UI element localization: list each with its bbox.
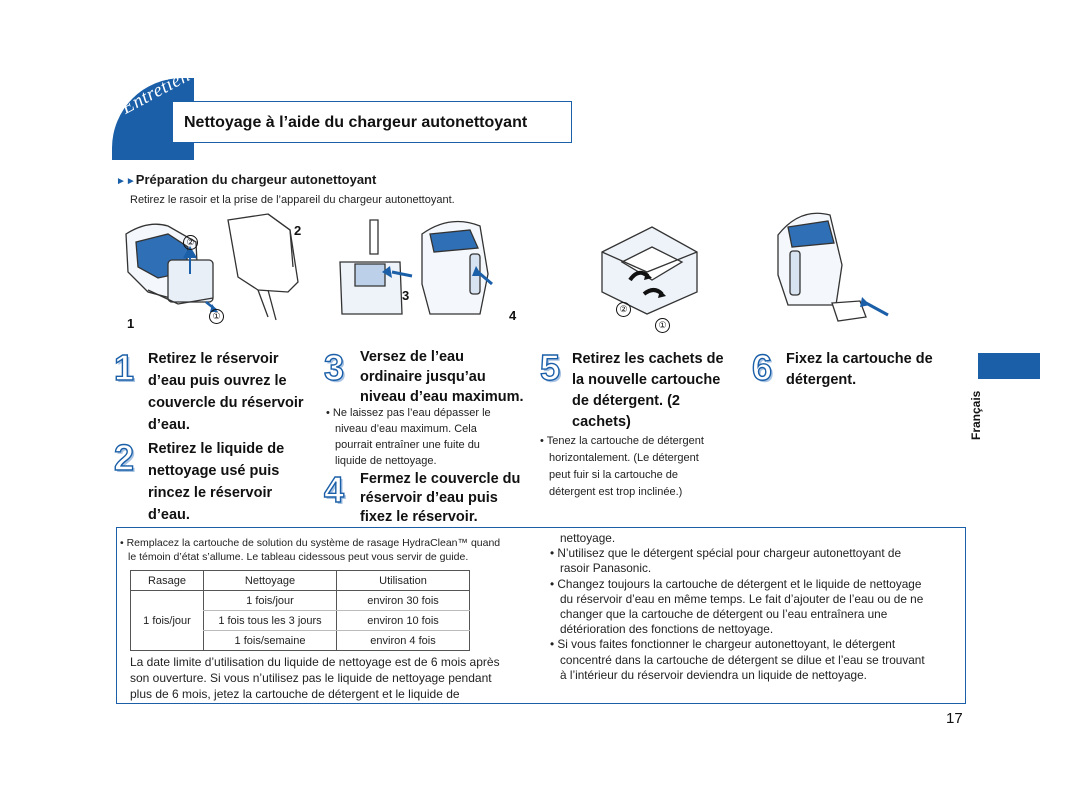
step-line: couvercle du réservoir: [148, 395, 304, 411]
note-line: concentré dans la cartouche de détergent…: [560, 652, 925, 667]
step-line: niveau d’eau maximum.: [360, 389, 524, 405]
step-number: 3: [323, 347, 345, 388]
step-5-note: • Tenez la cartouche de détergent horizo…: [540, 433, 704, 501]
note-line: La date limite d’utilisation du liquide …: [130, 655, 500, 669]
illustration-remove-seals: [601, 226, 698, 315]
figure-label: 4: [509, 308, 517, 323]
step-line: nettoyage usé puis: [148, 463, 280, 479]
step-line: Versez de l’eau: [360, 349, 464, 365]
step-4-text: Fermez le couvercle du réservoir d’eau p…: [360, 470, 520, 527]
step-line: ordinaire jusqu’au: [360, 369, 486, 385]
step-line: d’eau.: [148, 507, 190, 523]
table-row: 1 fois/semaine environ 4 fois: [130, 630, 470, 651]
table-header: Rasage: [130, 570, 204, 591]
step-line: la nouvelle cartouche: [572, 372, 721, 388]
step-line: de détergent. (2: [572, 393, 680, 409]
note-line: à l’intérieur du réservoir deviendra un …: [560, 667, 867, 682]
figure-callout: ①: [655, 318, 670, 333]
step-line: Fermez le couvercle du: [360, 471, 521, 487]
note-line: • Ne laissez pas l’eau dépasser le: [326, 407, 491, 419]
step-number: 1: [113, 347, 135, 388]
table-cell: environ 4 fois: [336, 630, 470, 651]
note-expiry: La date limite d’utilisation du liquide …: [130, 654, 500, 702]
table-cell: 1 fois tous les 3 jours: [203, 610, 337, 631]
usage-table: Rasage Nettoyage Utilisation 1 fois/jour…: [130, 570, 470, 651]
table-header: Utilisation: [336, 570, 470, 591]
figure-label: 2: [294, 223, 302, 238]
note-line: rasoir Panasonic.: [560, 561, 652, 576]
table-header: Nettoyage: [203, 570, 337, 591]
note-line: • N’utilisez que le détergent spécial po…: [550, 546, 902, 561]
step-line: d’eau.: [148, 417, 190, 433]
note-line: horizontalement. (Le détergent: [549, 452, 699, 464]
notes-box: [116, 527, 966, 704]
table-cell: 1 fois/semaine: [203, 630, 337, 651]
step-line: rincez le réservoir: [148, 485, 273, 501]
step-line: Fixez la cartouche de: [786, 351, 933, 367]
step-line: détergent.: [786, 372, 857, 388]
section-heading-text: Préparation du chargeur autonettoyant: [135, 172, 377, 187]
title-box: [172, 101, 572, 143]
note-line: son ouverture. Si vous n’utilisez pas le…: [130, 671, 492, 685]
note-line: le témoin d’état s’allume. Le tableau ci…: [128, 551, 469, 563]
note-line: du réservoir d’eau en même temps. Le fai…: [560, 591, 924, 606]
table-cell: environ 30 fois: [336, 590, 470, 611]
table-row: 1 fois/jour 1 fois tous les 3 jours envi…: [130, 610, 470, 631]
figure-callout: ①: [209, 309, 224, 324]
figure-callout: ②: [616, 302, 631, 317]
note-line: • Si vous faites fonctionner le chargeur…: [550, 637, 896, 652]
step-number: 2: [113, 437, 135, 478]
step-3-text: Versez de l’eau ordinaire jusqu’au nivea…: [360, 347, 524, 407]
figure-label: 1: [127, 316, 135, 331]
step-line: Retirez les cachets de: [572, 351, 724, 367]
step-number: 5: [539, 347, 561, 388]
page-number: 17: [946, 710, 963, 727]
note-line: niveau d’eau maximum. Cela: [335, 423, 477, 435]
step-number: 6: [751, 347, 773, 388]
section-heading: ►►Préparation du chargeur autonettoyant: [116, 172, 376, 187]
note-line: nettoyage.: [560, 531, 616, 545]
step-2-text: Retirez le liquide de nettoyage usé puis…: [148, 438, 284, 526]
table-row: 1 fois/jour environ 30 fois: [130, 590, 470, 611]
illustration-remove-reservoir: [125, 213, 299, 321]
table-header-row: Rasage Nettoyage Utilisation: [130, 570, 470, 591]
step-line: fixez le réservoir.: [360, 509, 478, 525]
step-6-text: Fixez la cartouche de détergent.: [786, 349, 933, 391]
page-title: Nettoyage à l’aide du chargeur autonetto…: [184, 114, 528, 131]
note-line: • Remplacez la cartouche de solution du …: [120, 537, 501, 549]
note-line: détergent est trop inclinée.): [549, 486, 683, 498]
figure-label: 3: [402, 288, 410, 303]
step-3-note: • Ne laissez pas l’eau dépasser le nivea…: [326, 405, 491, 469]
illustration-fill-water: [339, 219, 493, 315]
table-cell: environ 10 fois: [336, 610, 470, 631]
note-line: pourrait entraîner une fuite du: [335, 439, 480, 451]
note-line: plus de 6 mois, jetez la cartouche de dé…: [130, 687, 460, 701]
note-line: liquide de nettoyage.: [335, 455, 437, 467]
section-subtitle: Retirez le rasoir et la prise de l’appar…: [130, 194, 455, 206]
step-5-text: Retirez les cachets de la nouvelle carto…: [572, 349, 724, 433]
language-tab: [978, 353, 1040, 379]
note-line: détérioration des fonctions de nettoyage…: [560, 622, 774, 637]
table-cell: 1 fois/jour: [130, 610, 204, 631]
language-label: Français: [969, 390, 983, 440]
figure-callout: ②: [183, 235, 198, 250]
note-cartridge-replacement: • Remplacez la cartouche de solution du …: [120, 536, 500, 564]
step-line: Retirez le liquide de: [148, 441, 285, 457]
table-cell: [130, 630, 204, 651]
step-1-text: Retirez le réservoir d’eau puis ouvrez l…: [148, 348, 304, 436]
step-number: 4: [323, 469, 345, 510]
note-line: • Tenez la cartouche de détergent: [540, 435, 704, 447]
step-line: d’eau puis ouvrez le: [148, 373, 287, 389]
table-cell: 1 fois/jour: [203, 590, 337, 611]
step-line: réservoir d’eau puis: [360, 490, 498, 506]
notes-right-column: nettoyage. • N’utilisez que le détergent…: [550, 531, 925, 683]
note-line: • Changez toujours la cartouche de déter…: [550, 576, 922, 591]
note-line: changer que la cartouche de détergent ou…: [560, 607, 888, 622]
illustration-attach-cartridge: [777, 212, 889, 322]
table-cell: [130, 590, 204, 611]
triangle-marker-icon: ►►: [116, 176, 136, 187]
note-line: peut fuir si la cartouche de: [549, 469, 679, 481]
step-line: cachets): [572, 414, 631, 430]
step-line: Retirez le réservoir: [148, 351, 279, 367]
